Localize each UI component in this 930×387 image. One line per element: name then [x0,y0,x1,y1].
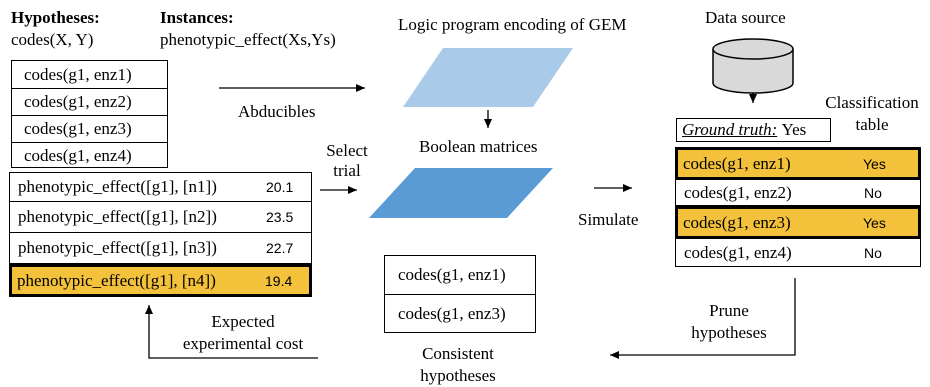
prune-arrow [610,278,796,359]
hypothesis-item: codes(g1, enz1) [24,64,132,84]
instance-cost: 20.1 [266,179,294,195]
classification-result: No [864,184,882,201]
instances-title: Instances: [160,8,234,27]
instance-row-selected: phenotypic_effect([g1], [n4]) 19.4 [9,264,312,297]
hypotheses-subtitle: codes(X, Y) [11,30,94,49]
hypotheses-title: Hypotheses: [11,8,100,27]
boolean-matrices-shape [369,168,553,218]
classification-result: Yes [863,155,886,172]
hypothesis-item: codes(g1, enz2) [12,88,167,115]
instance-cost: 22.7 [266,240,294,256]
classification-hypothesis: codes(g1, enz2) [684,182,792,202]
classification-result: No [864,244,882,261]
consistent-hypotheses-list: codes(g1, enz1) codes(g1, enz3) [384,255,536,333]
logic-program-label: Logic program encoding of GEM [398,15,627,34]
abducibles-label: Abducibles [238,102,316,121]
consistent-hypotheses-label: Consistent hypotheses [420,344,496,385]
select-trial-label: Select trial [326,141,368,180]
hypothesis-item: codes(g1, enz3) [12,115,167,142]
instances-subtitle: phenotypic_effect(Xs,Ys) [160,30,336,49]
logic-program-shape [403,48,573,107]
simulate-label: Simulate [578,210,639,229]
instance-label: phenotypic_effect([g1], [n3]) [18,238,217,257]
instance-row: phenotypic_effect([g1], [n3]) 22.7 [9,233,312,264]
instance-row: phenotypic_effect([g1], [n2]) 23.5 [9,202,312,233]
classification-row-selected: codes(g1, enz3) Yes [675,206,921,239]
instance-label: phenotypic_effect([g1], [n2]) [18,207,217,226]
instance-cost: 23.5 [266,209,294,225]
hypotheses-list: codes(g1, enz1) codes(g1, enz2) codes(g1… [11,60,168,168]
ground-truth-label: Ground truth: [682,120,778,139]
instance-row: phenotypic_effect([g1], [n1]) 20.1 [9,172,312,202]
data-source-label: Data source [705,8,786,27]
classification-table: codes(g1, enz1) Yes codes(g1, enz2) No c… [675,147,921,268]
classification-hypothesis: codes(g1, enz4) [684,242,792,262]
hypothesis-item: codes(g1, enz4) [12,142,167,168]
instance-label: phenotypic_effect([g1], [n4]) [17,270,216,290]
expected-cost-label: Expected experimental cost [182,312,304,353]
consistent-hypothesis-item: codes(g1, enz3) [385,294,535,333]
instances-table: phenotypic_effect([g1], [n1]) 20.1 pheno… [9,172,312,298]
classification-hypothesis: codes(g1, enz3) [683,212,791,232]
classification-row: codes(g1, enz4) No [675,239,921,267]
classification-title: Classification table [825,93,919,134]
classification-hypothesis: codes(g1, enz1) [683,153,791,173]
classification-result: Yes [863,214,886,231]
expected-cost-arrow [145,305,318,359]
database-icon [712,38,794,94]
ground-truth-box: Ground truth: Yes [676,118,831,142]
classification-row-selected: codes(g1, enz1) Yes [675,147,921,180]
classification-row: codes(g1, enz2) No [675,180,921,206]
consistent-hypothesis-item: codes(g1, enz1) [398,265,506,284]
instance-cost: 19.4 [265,272,293,289]
boolean-matrices-label: Boolean matrices [419,137,538,156]
prune-hypotheses-label: Prune hypotheses [691,301,767,342]
ground-truth-value: Yes [781,120,807,139]
instance-label: phenotypic_effect([g1], [n1]) [18,177,217,196]
